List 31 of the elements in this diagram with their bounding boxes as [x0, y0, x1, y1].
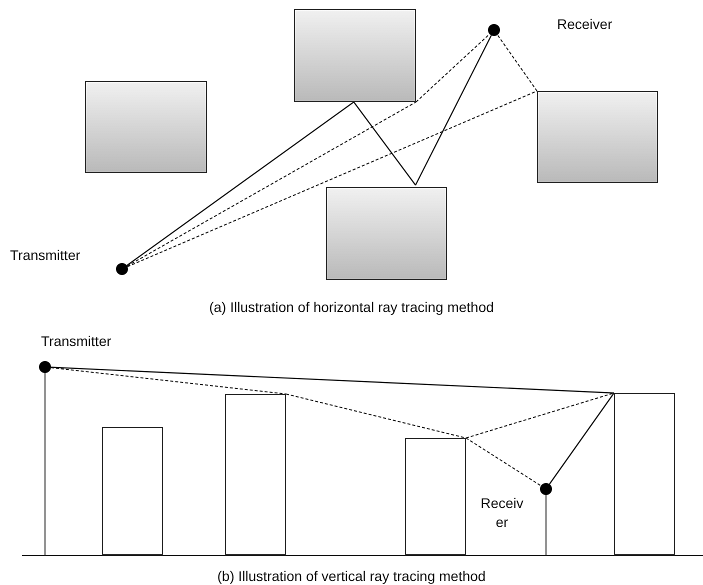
building-block — [102, 427, 163, 555]
figure-caption: (b) Illustration of vertical ray tracing method — [216, 568, 487, 584]
antenna-dot — [39, 361, 51, 373]
ray-path — [286, 394, 466, 438]
figure-caption: (a) Illustration of horizontal ray tracing method — [208, 299, 495, 315]
building-block — [614, 393, 675, 555]
building-block — [85, 81, 207, 173]
ray-path — [126, 102, 354, 266]
building-block — [405, 438, 466, 555]
ray-path — [50, 366, 614, 394]
ray-path — [466, 438, 542, 486]
antenna-label: Receiver — [557, 16, 614, 32]
ray-path — [127, 90, 538, 268]
ray-path — [548, 392, 614, 484]
building-block — [294, 9, 416, 102]
antenna-dot — [116, 263, 128, 275]
ray-path — [126, 102, 416, 267]
antenna-label: Transmitter — [41, 332, 112, 351]
ray-path — [353, 102, 416, 186]
ray-path — [466, 392, 614, 438]
antenna-dot — [540, 483, 552, 495]
ray-path — [50, 367, 286, 394]
ray-path — [496, 34, 538, 92]
building-block — [225, 394, 286, 555]
antenna-dot — [488, 24, 500, 36]
antenna-label: Transmitter — [10, 246, 82, 265]
building-block — [537, 91, 658, 183]
building-block — [326, 187, 447, 280]
ray-path — [415, 35, 492, 186]
ray-path — [416, 34, 490, 102]
antenna-label: Receiver — [480, 494, 524, 532]
